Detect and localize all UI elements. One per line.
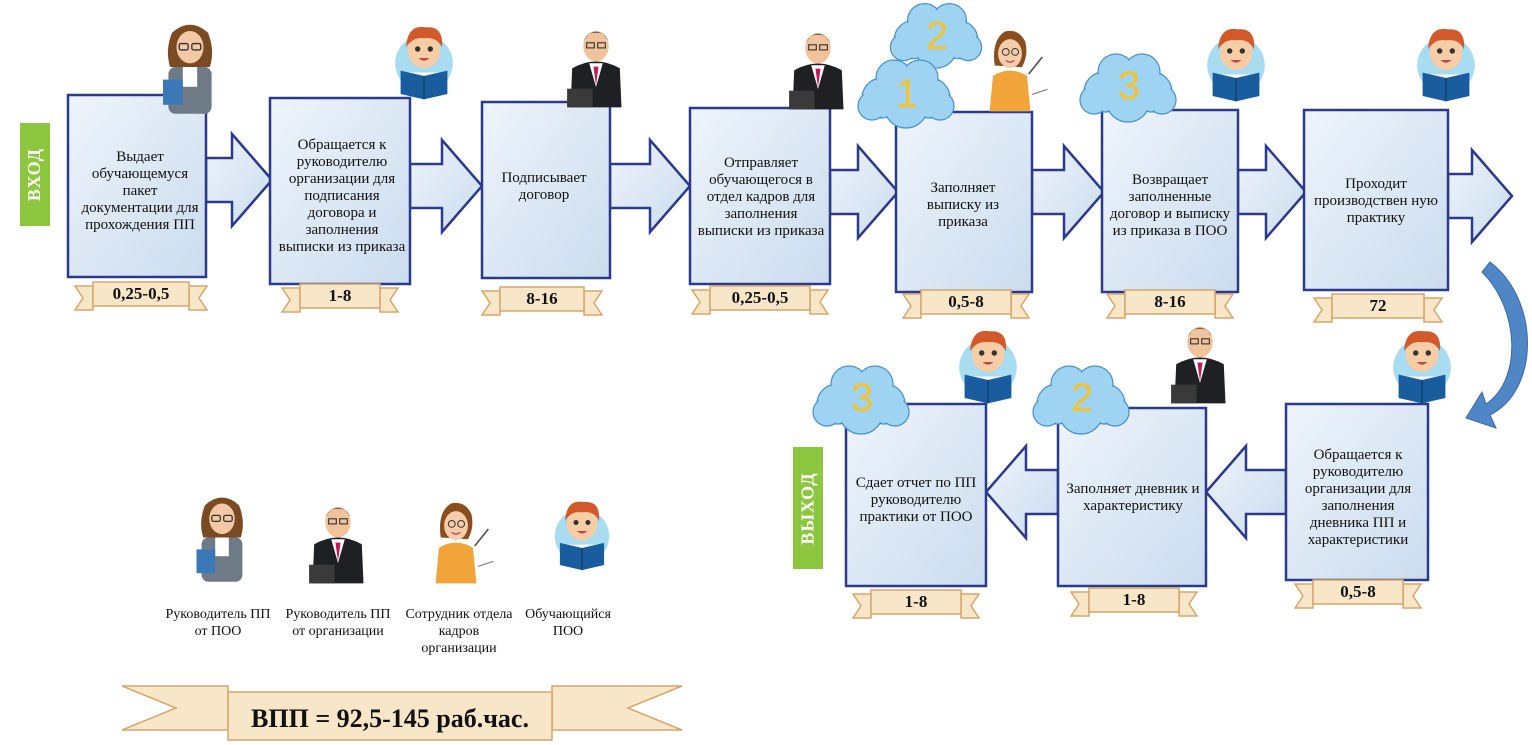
step-9-actor-manager-icon: [1171, 326, 1226, 404]
total-hours: ВПП = 92,5-145 раб.час.: [251, 704, 529, 733]
cloud-number-step-5: 1: [895, 72, 919, 116]
step-1-text: Выдает обучающемуся пакет документации д…: [81, 148, 199, 233]
input-label-text: ВХОД: [24, 147, 45, 202]
step-1-actor-teacher-icon: [163, 24, 213, 114]
step-2-text: Обращается к руководителю организации дл…: [278, 136, 406, 255]
step-5-hours-ribbon: [901, 289, 1031, 319]
step-7-hours-ribbon: [1312, 293, 1444, 323]
step-3-hours-ribbon: [480, 286, 604, 316]
step-5-text: Заполняет выписку из приказа: [926, 179, 1000, 230]
step-10-actor-student-icon: [959, 330, 1017, 404]
legend-hr-label: Сотрудник отдела кадров организации: [405, 607, 513, 656]
step-7-hours: 72: [1369, 296, 1387, 315]
arrow-9-10: [984, 442, 1060, 542]
step-2-hours-ribbon: [280, 283, 400, 313]
step-3-actor-manager-icon: [567, 30, 622, 108]
legend-student-icon: [554, 501, 610, 571]
step-9-box: [1056, 406, 1208, 588]
step-4-actor-manager-icon: [789, 32, 844, 110]
legend-manager-icon: [309, 506, 364, 584]
cloud-number-step-9: 2: [1070, 376, 1094, 420]
legend-hr-employee-icon: [435, 502, 494, 584]
step-7-actor-student-icon: [1417, 28, 1475, 102]
arrow-1-2: [204, 130, 274, 230]
step-10-hours: 1-8: [904, 592, 928, 611]
step-8-actor-student-icon: [1393, 330, 1451, 404]
output-label: ВЫХОД: [793, 447, 823, 569]
legend-teacher-label: Руководитель ПП от ПОО: [165, 607, 271, 639]
step-6-hours: 8-16: [1154, 292, 1186, 311]
output-label-text: ВЫХОД: [797, 471, 818, 545]
arrow-7-out: [1446, 146, 1514, 246]
cloud-step-10: [812, 365, 910, 435]
step-3-hours: 8-16: [526, 289, 558, 308]
step-6-text: Возвращает заполненные договор и выписку…: [1109, 172, 1231, 239]
step-2-box: [268, 96, 412, 286]
step-8-text: Обращается к руководителю организации дл…: [1304, 447, 1412, 548]
cloud-number-step-6: 3: [1117, 64, 1141, 108]
legend-teacher-icon: [196, 497, 243, 582]
curved-return-arrow: [1465, 261, 1528, 429]
step-5-hours: 0,5-8: [948, 292, 984, 311]
step-1-hours-ribbon: [73, 281, 209, 311]
step-6-hours-ribbon: [1105, 289, 1235, 319]
step-7-text: Проходит производствен ную практику: [1313, 175, 1439, 226]
step-4-hours: 0,25-0,5: [731, 288, 789, 307]
step-2-actor-student-icon: [395, 26, 453, 100]
cloud-step-5: [857, 59, 955, 129]
cloud-extra: [889, 3, 983, 69]
cloud-number-extra: 2: [925, 14, 949, 58]
step-8-hours-ribbon: [1293, 579, 1423, 609]
step-2-hours: 1-8: [328, 286, 352, 305]
arrow-8-9: [1204, 442, 1288, 542]
legend-student-label: Обучающийся ПОО: [525, 607, 611, 639]
step-7-box: [1302, 108, 1450, 292]
step-6-actor-student-icon: [1207, 28, 1265, 102]
arrow-2-3: [408, 136, 484, 236]
legend-manager-label: Руководитель ПП от организации: [285, 607, 391, 639]
step-9-hours: 1-8: [1122, 590, 1146, 609]
cloud-step-6: [1079, 53, 1177, 123]
total-ribbon: [121, 685, 683, 741]
cloud-step-9: [1032, 365, 1130, 435]
step-3-text: Подписывает договор: [501, 170, 587, 203]
input-label: ВХОД: [20, 123, 50, 226]
step-9-text: Заполняет дневник и характеристику: [1066, 481, 1200, 514]
cloud-number-step-10: 3: [850, 376, 874, 420]
arrow-5-6: [1030, 142, 1106, 242]
step-10-text: Сдает отчет по ПП руководителю практики …: [855, 474, 977, 525]
step-8-box: [1284, 402, 1430, 582]
arrow-3-4: [608, 136, 692, 236]
step-9-hours-ribbon: [1069, 587, 1199, 617]
step-4-hours-ribbon: [690, 285, 830, 315]
step-3-box: [480, 100, 612, 280]
arrow-4-5: [828, 142, 900, 242]
step-8-hours: 0,5-8: [1340, 582, 1376, 601]
step-10-box: [844, 402, 988, 588]
step-10-hours-ribbon: [851, 589, 981, 619]
step-4-text: Отправляет обучающегося в отдел кадров д…: [697, 154, 825, 239]
arrow-6-7: [1236, 142, 1308, 242]
step-4-box: [688, 106, 832, 286]
step-1-box: [66, 93, 208, 279]
step-1-hours: 0,25-0,5: [112, 284, 170, 303]
step-5-actor-hr-employee-icon: [989, 30, 1048, 112]
